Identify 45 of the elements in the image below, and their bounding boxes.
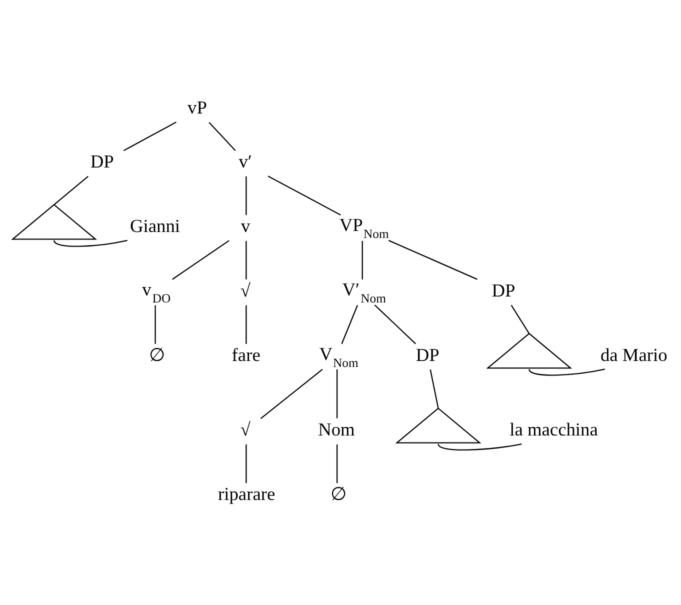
node-text: V′$_{Nom}$	[342, 279, 386, 306]
connector	[246, 240, 247, 280]
node-text: riparare	[218, 484, 276, 504]
node-text: Gianni	[130, 216, 180, 236]
connector	[438, 443, 522, 450]
node-text: v	[241, 216, 250, 236]
node-text: vP	[188, 98, 207, 118]
connector	[123, 122, 176, 152]
connector	[246, 444, 247, 484]
node-text: ∅	[330, 484, 347, 504]
connector	[510, 304, 530, 334]
node-text: DP	[90, 152, 114, 172]
node-text: Nom	[318, 420, 355, 440]
node-triangle	[486, 332, 572, 369]
connector	[362, 240, 363, 280]
connector	[172, 240, 230, 280]
node-triangle	[395, 408, 482, 444]
node-text: la macchina	[510, 420, 598, 440]
node-text: VP$_{Nom}$	[339, 214, 389, 241]
connector	[336, 369, 338, 418]
connector	[341, 305, 358, 344]
connector	[374, 304, 416, 344]
connector	[54, 176, 89, 206]
node-text: ∅	[148, 344, 165, 365]
node-text: √	[240, 280, 251, 301]
node-text: V$_{Nom}$	[319, 344, 358, 370]
node-text: √	[240, 420, 251, 440]
connector	[430, 369, 439, 408]
connector	[268, 176, 341, 216]
connector	[260, 368, 323, 420]
node-text: DP	[492, 280, 516, 301]
node-text: DP	[416, 344, 440, 365]
connector	[246, 176, 247, 216]
connector	[528, 368, 606, 376]
connector	[336, 444, 338, 484]
connector	[208, 122, 236, 151]
connector	[154, 305, 156, 344]
node-text: v′	[238, 152, 252, 172]
connector	[388, 240, 478, 280]
node-triangle	[11, 204, 98, 240]
connector	[54, 240, 128, 247]
connector	[246, 305, 247, 344]
node-text: v$_{DO}$	[142, 279, 171, 306]
node-text: da Mario	[600, 344, 668, 365]
node-text: fare	[232, 344, 260, 365]
